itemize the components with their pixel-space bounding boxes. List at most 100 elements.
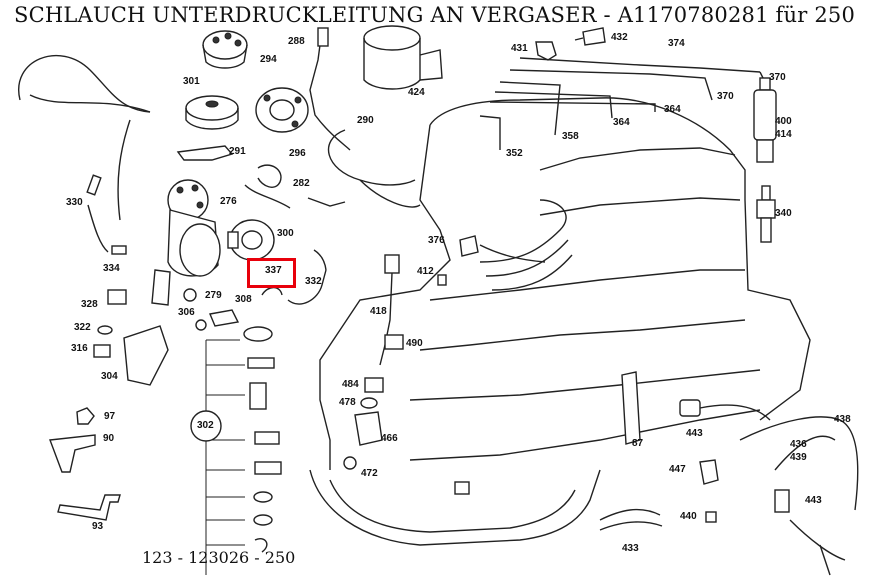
- part-label-330[interactable]: 330: [66, 197, 83, 208]
- hose-332-top: [313, 249, 327, 271]
- part-label-370b[interactable]: 370: [717, 91, 734, 102]
- part-label-316[interactable]: 316: [71, 343, 88, 354]
- plug-lead-end: [819, 544, 831, 576]
- part-label-439[interactable]: 439: [790, 452, 807, 463]
- part-412: [437, 274, 447, 286]
- housing-hole-1: [263, 94, 271, 102]
- cable-290: [327, 129, 416, 186]
- part-label-490[interactable]: 490: [406, 338, 423, 349]
- part-label-97[interactable]: 97: [104, 411, 116, 422]
- part-label-374[interactable]: 374: [668, 38, 685, 49]
- distributor-vacuum-unit: [179, 223, 221, 277]
- part-label-431[interactable]: 431: [511, 43, 528, 54]
- part-label-90[interactable]: 90: [103, 433, 115, 444]
- part-label-364b[interactable]: 364: [613, 117, 630, 128]
- part-label-282[interactable]: 282: [293, 178, 310, 189]
- hose-piece-330: [86, 174, 102, 196]
- part-label-301[interactable]: 301: [183, 76, 200, 87]
- block-line-1: [429, 269, 745, 301]
- part-label-472[interactable]: 472: [361, 468, 378, 479]
- ignition-wire-352: [479, 115, 501, 150]
- vacuum-line-connector-288: [317, 27, 329, 47]
- clip-282: [257, 164, 282, 188]
- part-label-296[interactable]: 296: [289, 148, 306, 159]
- block-line-3: [409, 369, 761, 401]
- fitting-432-pipe: [574, 37, 584, 41]
- part-label-478[interactable]: 478: [339, 397, 356, 408]
- part-label-276[interactable]: 276: [220, 196, 237, 207]
- part-label-93[interactable]: 93: [92, 521, 104, 532]
- callout-circle-302: [190, 410, 222, 442]
- part-label-376[interactable]: 376: [428, 235, 445, 246]
- part-label-358[interactable]: 358: [562, 131, 579, 142]
- hose-332: [287, 269, 327, 305]
- contact-breaker-291: [176, 145, 234, 161]
- part-label-443[interactable]: 443: [686, 428, 703, 439]
- part-label-424[interactable]: 424: [408, 87, 425, 98]
- part-label-332[interactable]: 332: [305, 276, 322, 287]
- part-label-340[interactable]: 340: [775, 208, 792, 219]
- drain-plug: [454, 481, 470, 495]
- cable-443: [699, 404, 771, 421]
- part-label-300[interactable]: 300: [277, 228, 294, 239]
- part-label-291[interactable]: 291: [229, 146, 246, 157]
- part-label-432[interactable]: 432: [611, 32, 628, 43]
- engine-outline-left: [319, 124, 451, 470]
- ignition-wire-358: [499, 81, 561, 136]
- part-label-440[interactable]: 440: [680, 511, 697, 522]
- part-label-484[interactable]: 484: [342, 379, 359, 390]
- part-label-322[interactable]: 322: [74, 322, 91, 333]
- ignition-wire-364b: [489, 101, 656, 112]
- part-label-306[interactable]: 306: [178, 307, 195, 318]
- hose-clip-334: [111, 245, 127, 255]
- part-label-328[interactable]: 328: [81, 299, 98, 310]
- part-label-308[interactable]: 308: [235, 294, 252, 305]
- part-label-337-highlighted[interactable]: 337: [265, 265, 282, 276]
- part-label-364[interactable]: 364: [664, 104, 681, 115]
- block-line-4: [409, 409, 761, 461]
- part-label-304[interactable]: 304: [101, 371, 118, 382]
- part-label-447[interactable]: 447: [669, 464, 686, 475]
- part-label-412[interactable]: 412: [417, 266, 434, 277]
- part-label-433[interactable]: 433: [622, 543, 639, 554]
- bracket-90: [49, 434, 96, 473]
- part-label-436[interactable]: 436: [790, 439, 807, 450]
- fitting-432: [582, 27, 606, 46]
- circlip: [254, 538, 268, 553]
- rotor-body: [185, 108, 239, 130]
- part-label-414[interactable]: 414: [775, 129, 792, 140]
- part-label-443b[interactable]: 443: [805, 495, 822, 506]
- ignition-wire-374-a: [519, 57, 761, 73]
- part-label-400[interactable]: 400: [775, 116, 792, 127]
- block-line-2: [419, 319, 746, 351]
- screw-3: [254, 431, 280, 445]
- housing-center: [269, 99, 295, 121]
- part-306: [195, 319, 207, 331]
- part-308: [209, 309, 240, 327]
- part-label-466[interactable]: 466: [381, 433, 398, 444]
- part-label-288[interactable]: 288: [288, 36, 305, 47]
- part-418-top: [384, 254, 400, 274]
- hose-loop-top-left-inner: [29, 94, 151, 113]
- part-label-302[interactable]: 302: [197, 420, 214, 431]
- part-label-87[interactable]: 87: [632, 438, 644, 449]
- part-label-438[interactable]: 438: [834, 414, 851, 425]
- hose-337-shape: [261, 286, 283, 296]
- part-328: [107, 289, 127, 305]
- part-label-290[interactable]: 290: [357, 115, 374, 126]
- part-label-370[interactable]: 370: [769, 72, 786, 83]
- part-label-418[interactable]: 418: [370, 306, 387, 317]
- wire-bundle-2: [485, 239, 569, 277]
- oil-pan-inner: [329, 479, 576, 533]
- part-label-352[interactable]: 352: [506, 148, 523, 159]
- wire-bundle-3: [491, 254, 573, 291]
- diagram-reference: 123 - 123026 - 250: [142, 548, 296, 567]
- part-label-334[interactable]: 334: [103, 263, 120, 274]
- distributor-cap-body: [202, 44, 248, 69]
- part-label-294[interactable]: 294: [260, 54, 277, 65]
- part-label-279[interactable]: 279: [205, 290, 222, 301]
- housing-hole-3: [291, 120, 299, 128]
- connector-443b: [774, 489, 790, 513]
- part-304: [123, 325, 169, 386]
- part-279: [183, 288, 197, 302]
